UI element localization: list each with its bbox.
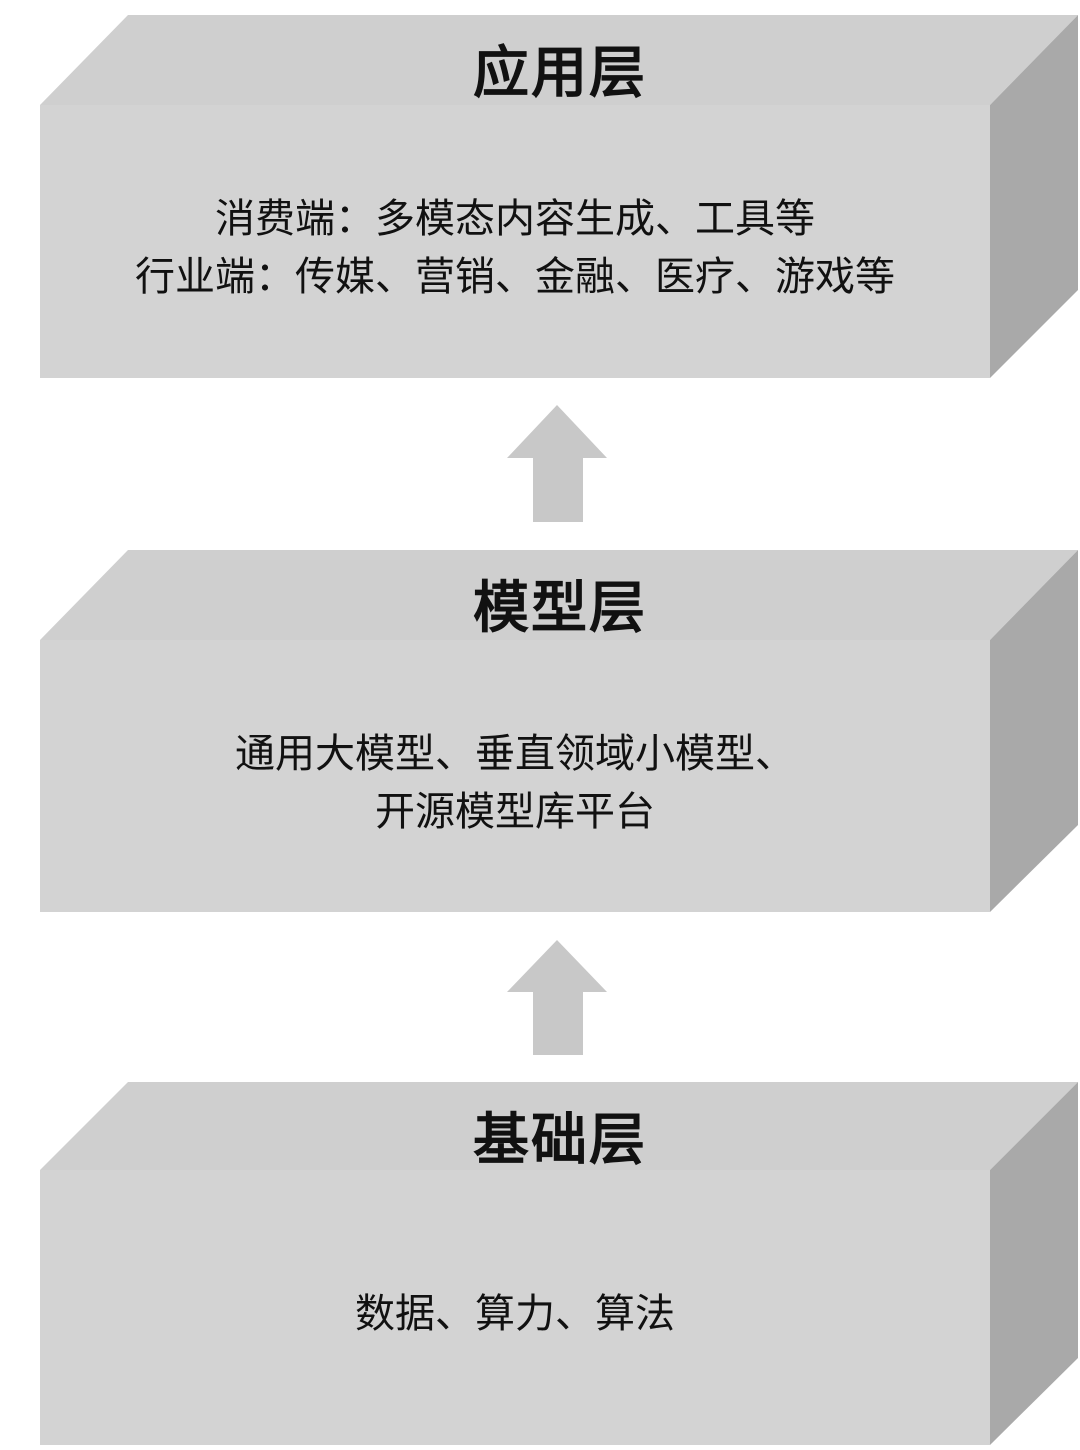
block-model — [40, 550, 1078, 912]
block-front-face — [40, 640, 990, 912]
layer-description-model: 通用大模型、垂直领域小模型、 开源模型库平台 — [40, 725, 990, 841]
block-side-face — [990, 1082, 1078, 1445]
description-line: 消费端：多模态内容生成、工具等 — [215, 196, 815, 242]
block-side-face — [990, 15, 1078, 378]
layer-title-application: 应用层 — [473, 41, 647, 106]
description-line: 数据、算力、算法 — [355, 1291, 675, 1337]
arrow-up-icon — [507, 940, 607, 1055]
block-top-face — [40, 550, 1078, 640]
block-top-face — [40, 15, 1078, 105]
description-line: 开源模型库平台 — [375, 789, 655, 835]
layer-description-foundation: 数据、算力、算法 — [40, 1285, 990, 1343]
arrow-up-icon — [507, 405, 607, 522]
description-line: 行业端：传媒、营销、金融、医疗、游戏等 — [135, 254, 895, 300]
block-foundation — [40, 1082, 1078, 1445]
block-front-face — [40, 1170, 990, 1445]
block-side-face — [990, 550, 1078, 912]
layer-description-application: 消费端：多模态内容生成、工具等 行业端：传媒、营销、金融、医疗、游戏等 — [40, 190, 990, 306]
layer-title-foundation: 基础层 — [473, 1108, 647, 1173]
layer-title-model: 模型层 — [473, 576, 647, 641]
description-line: 通用大模型、垂直领域小模型、 — [235, 731, 795, 777]
block-application — [40, 15, 1078, 378]
block-front-face — [40, 105, 990, 378]
block-top-face — [40, 1082, 1078, 1170]
